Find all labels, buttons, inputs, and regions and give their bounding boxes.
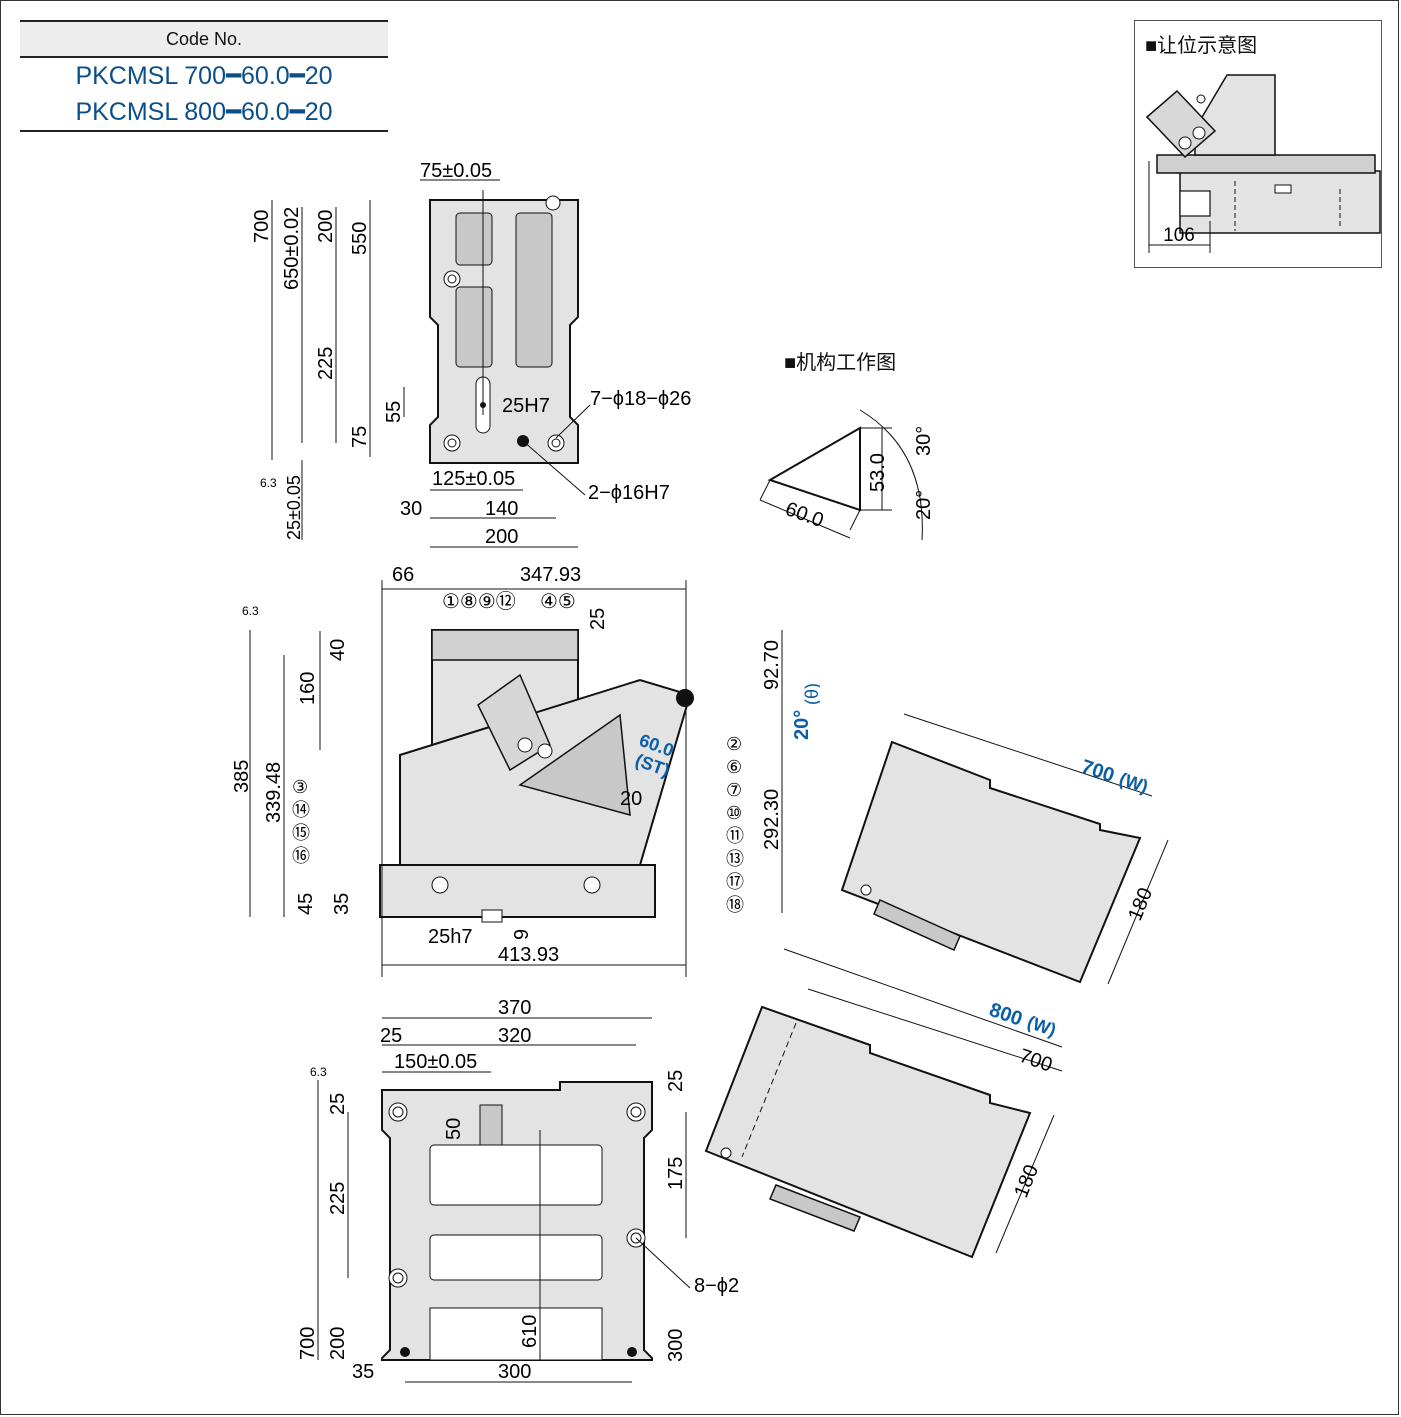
code-table: Code No. PKCMSL 700━60.0━20 PKCMSL 800━6… — [20, 20, 388, 132]
iso800-h: 180 — [1010, 1162, 1043, 1201]
top-dim-75: 75±0.05 — [420, 160, 492, 182]
iso700-h: 180 — [1124, 885, 1157, 924]
top-dim-700: 700 — [251, 210, 273, 243]
code-row-700: PKCMSL 700━60.0━20 — [75, 62, 333, 90]
top-slot: 25H7 — [502, 395, 550, 417]
side-rough: 6.3 — [242, 604, 259, 618]
bot-dim-150: 150±0.05 — [394, 1051, 477, 1073]
mech-height: 53.0 — [867, 453, 889, 492]
side-dim-385: 385 — [231, 760, 253, 793]
side-part-left-2: ⑮ — [292, 823, 310, 843]
top-dim-125: 125±0.05 — [432, 468, 515, 490]
top-view: 75±0.05 700 650±0.02 200 550 225 55 75 2… — [251, 160, 691, 548]
top-dim-55: 55 — [383, 401, 405, 423]
top-dim-30: 30 — [400, 498, 422, 520]
bot-dim-300r: 300 — [665, 1329, 687, 1362]
code-table-header: Code No. — [20, 20, 388, 58]
mech-stroke: 60.0 — [782, 498, 826, 532]
side-parts-top-b: ④⑤ — [540, 591, 576, 613]
bot-dim-25: 25 — [380, 1025, 402, 1047]
iso-cover-800: 800 (W) 700 180 — [704, 948, 1063, 1259]
side-dim-292: 292.30 — [761, 789, 783, 850]
bot-dim-200: 200 — [327, 1327, 349, 1360]
iso800-l: 700 — [1016, 1045, 1055, 1077]
inset-title: ■让位示意图 — [1145, 35, 1258, 57]
mech-angle-top: 30° — [913, 426, 935, 456]
top-dim-650: 650±0.02 — [281, 207, 303, 290]
bot-holes: 8−ϕ22−ϕ32 — [694, 1275, 740, 1297]
side-part-right-6: ⑰ — [726, 872, 744, 892]
side-part-right-3: ⑩ — [726, 803, 742, 823]
bot-dim-35: 35 — [352, 1361, 374, 1383]
side-part-left-1: ⑭ — [292, 800, 310, 820]
side-dim-160: 160 — [297, 672, 319, 705]
side-dim-9: 9 — [511, 929, 533, 940]
top-dim-200: 200 — [315, 210, 337, 243]
mechanism-diagram: 53.0 60.0 30° 20° — [759, 409, 935, 541]
side-part-left-3: ⑯ — [292, 846, 310, 866]
bot-dim-175: 175 — [665, 1157, 687, 1190]
top-rough: 6.3 — [260, 476, 277, 490]
bot-dim-25l: 25 — [327, 1093, 349, 1115]
top-dim-550: 550 — [349, 222, 371, 255]
iso800-w: 800 — [986, 999, 1025, 1031]
code-row-800: PKCMSL 800━60.0━20 — [20, 94, 388, 132]
side-view: 66 347.93 ①⑧⑨⑫ ④⑤ 25 40 160 385 339.48 4… — [231, 565, 820, 977]
bottom-view: 370 25 320 150±0.05 25 25 50 225 175 8−ϕ… — [297, 997, 740, 1383]
bot-dim-225: 225 — [327, 1182, 349, 1215]
side-theta: (θ) — [802, 683, 820, 705]
mechanism-title: ■机构工作图 — [784, 352, 897, 374]
side-part-right-4: ⑪ — [726, 826, 744, 846]
top-dim-140: 140 — [485, 498, 518, 520]
side-dim-45: 45 — [295, 893, 317, 915]
bot-dim-300: 300 — [498, 1361, 531, 1383]
side-part-right-2: ⑦ — [726, 780, 742, 800]
inset-dim-106: 106 — [1163, 225, 1195, 246]
top-dim-25: 25±0.05 — [284, 475, 304, 540]
bot-dim-610: 610 — [519, 1315, 541, 1348]
bot-dim-320: 320 — [498, 1025, 531, 1047]
mech-angle-bottom: 20° — [913, 490, 935, 520]
side-dim-20: 20 — [620, 788, 642, 810]
top-dim-200b: 200 — [485, 526, 518, 548]
side-parts-top-a: ①⑧⑨⑫ — [442, 590, 516, 613]
bot-dim-700: 700 — [297, 1327, 319, 1360]
top-holes: 7−ϕ18−ϕ26 — [590, 388, 691, 410]
side-angle: 20° — [791, 710, 813, 740]
bot-dim-25r: 25 — [665, 1070, 687, 1092]
side-dim-25h7: 25h7 — [428, 926, 473, 948]
side-dim-92: 92.70 — [761, 640, 783, 690]
side-dim-35: 35 — [331, 893, 353, 915]
clearance-inset: ■让位示意图 106 — [1134, 20, 1382, 268]
side-part-right-0: ② — [726, 734, 742, 754]
bot-dim-50: 50 — [443, 1118, 465, 1140]
iso700-wlabel: (W) — [1117, 769, 1151, 797]
top-dim-225: 225 — [315, 347, 337, 380]
side-dim-25: 25 — [587, 608, 609, 630]
side-part-right-7: ⑱ — [726, 895, 744, 915]
iso-cover-700: 700 (W) 180 — [840, 713, 1169, 985]
side-part-right-1: ⑥ — [726, 757, 742, 777]
side-part-right-5: ⑬ — [726, 849, 744, 869]
side-dim-40: 40 — [327, 639, 349, 661]
top-pins: 2−ϕ16H7 — [588, 482, 670, 504]
bot-rough: 6.3 — [310, 1065, 327, 1079]
side-part-left-0: ③ — [292, 777, 308, 797]
iso700-w: 700 — [1078, 756, 1117, 787]
side-dim-347: 347.93 — [520, 565, 581, 586]
inset-drawing: 106 — [1145, 74, 1381, 253]
top-dim-75b: 75 — [349, 426, 371, 448]
side-dim-413: 413.93 — [498, 944, 559, 966]
bot-dim-370: 370 — [498, 997, 531, 1019]
side-dim-339: 339.48 — [263, 762, 285, 823]
side-dim-66: 66 — [392, 565, 414, 586]
